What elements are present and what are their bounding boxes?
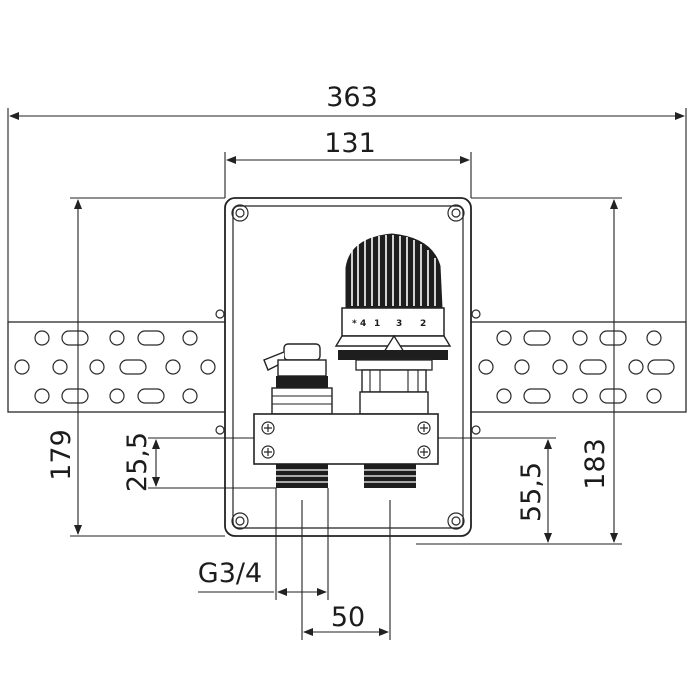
dim-left-height: 179 <box>46 429 77 481</box>
thermostat-ribs <box>351 235 436 306</box>
right-mounting-rail <box>467 321 687 413</box>
dimension-labels: 363 131 179 183 25,5 55,5 G3/4 50 <box>46 82 611 633</box>
manifold-block <box>253 413 439 465</box>
manifold-screws <box>261 421 431 459</box>
valve-insert <box>359 369 429 415</box>
scale-mark: 3 <box>396 319 402 329</box>
mounting-box <box>215 197 481 537</box>
scale-mark: 2 <box>420 319 426 329</box>
scale-mark: 4 <box>360 319 366 329</box>
dim-right-height: 183 <box>580 438 611 490</box>
dim-pipe-spacing: 50 <box>331 602 365 633</box>
left-mounting-rail <box>7 321 227 413</box>
left-rail-holes <box>14 330 216 404</box>
dim-outlet-height: 55,5 <box>516 462 547 522</box>
scale-mark: * <box>352 319 357 329</box>
dim-box-width: 131 <box>324 128 376 159</box>
thermostat-scale: * 1 3 2 4 <box>352 319 426 329</box>
outlet-threads <box>276 464 416 488</box>
thermostat-head: * 1 3 2 4 <box>334 233 452 371</box>
scale-mark: 1 <box>374 319 380 329</box>
air-vent <box>263 343 333 415</box>
dim-overall-width: 363 <box>326 82 378 113</box>
dim-thread: G3/4 <box>198 558 262 589</box>
dimension-lines <box>7 108 687 640</box>
dim-manifold-offset: 25,5 <box>122 432 153 492</box>
corner-screws <box>215 204 481 530</box>
